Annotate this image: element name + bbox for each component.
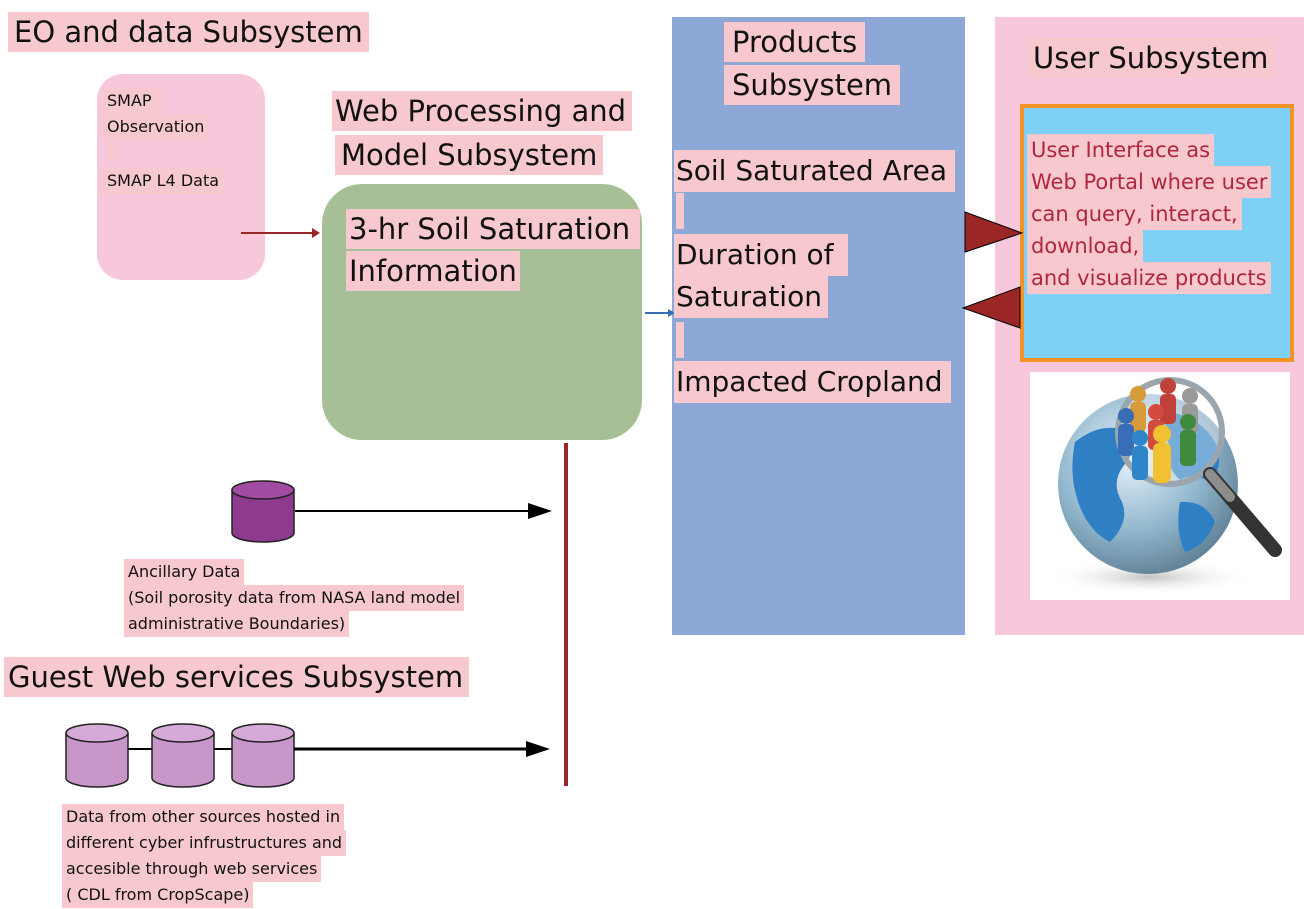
guest-database-icon-3: [231, 723, 295, 788]
product-duration-line1: Duration of: [674, 234, 848, 276]
products-title-line1: Products: [724, 22, 866, 62]
products-subsystem-box: [672, 17, 965, 635]
product-impacted-cropland: Impacted Cropland: [674, 361, 951, 403]
ui-line: download,: [1027, 230, 1144, 262]
guest-subsystem-title: Guest Web services Subsystem: [4, 657, 470, 697]
smap-observation-line1: SMAP: [103, 88, 162, 114]
ancillary-database-icon: [231, 480, 295, 543]
ancillary-line: (Soil porosity data from NASA land model: [124, 585, 465, 611]
smap-l4-data: SMAP L4 Data: [103, 168, 224, 194]
ancillary-data-label: Ancillary Data (Soil porosity data from …: [124, 559, 465, 637]
ancillary-arrow: [295, 503, 552, 519]
ancillary-line: Ancillary Data: [124, 559, 245, 585]
ui-line: can query, interact,: [1027, 198, 1242, 230]
globe-people-magnifier-icon: [1045, 377, 1282, 595]
eo-to-wps-arrow: [241, 228, 320, 238]
user-interface-text: User Interface as Web Portal where user …: [1027, 134, 1272, 294]
ui-line: Web Portal where user: [1027, 166, 1272, 198]
eo-subsystem-title: EO and data Subsystem: [8, 12, 369, 52]
product-duration-line2: Saturation: [674, 276, 828, 318]
connector-vertical-line: [564, 443, 568, 786]
globe-image-panel: [1030, 372, 1290, 600]
highlight-tick: [676, 322, 684, 358]
wps-title-line1: Web Processing and: [332, 91, 633, 131]
highlight-tick: [109, 139, 115, 161]
guest-arrow: [294, 741, 550, 757]
guest-line: accesible through web services: [62, 856, 322, 882]
highlight-tick: [676, 193, 684, 229]
products-to-user-arrow-bottom: [961, 286, 1021, 329]
ui-line: and visualize products: [1027, 262, 1271, 294]
ui-line: User Interface as: [1027, 134, 1215, 166]
eo-items: SMAP Observation: [103, 88, 209, 140]
user-to-products-arrow-top: [964, 211, 1024, 253]
guest-line: Data from other sources hosted in: [62, 804, 345, 830]
guest-line: ( CDL from CropScape): [62, 882, 254, 908]
smap-observation-line2: Observation: [103, 114, 209, 140]
wps-title-line2: Model Subsystem: [335, 135, 604, 175]
guest-data-label: Data from other sources hosted in differ…: [62, 804, 347, 908]
product-soil-saturated-area: Soil Saturated Area: [674, 150, 956, 192]
wps-to-products-arrow: [645, 309, 675, 317]
ancillary-line: administrative Boundaries): [124, 611, 350, 637]
guest-database-icon-2: [151, 723, 215, 788]
wps-content-line2: Information: [346, 251, 520, 291]
products-title-line2: Subsystem: [724, 65, 901, 105]
user-subsystem-title: User Subsystem: [1027, 38, 1275, 78]
guest-database-icon-1: [65, 723, 129, 788]
guest-line: different cyber infrustructures and: [62, 830, 347, 856]
wps-content-line1: 3-hr Soil Saturation: [346, 209, 641, 249]
